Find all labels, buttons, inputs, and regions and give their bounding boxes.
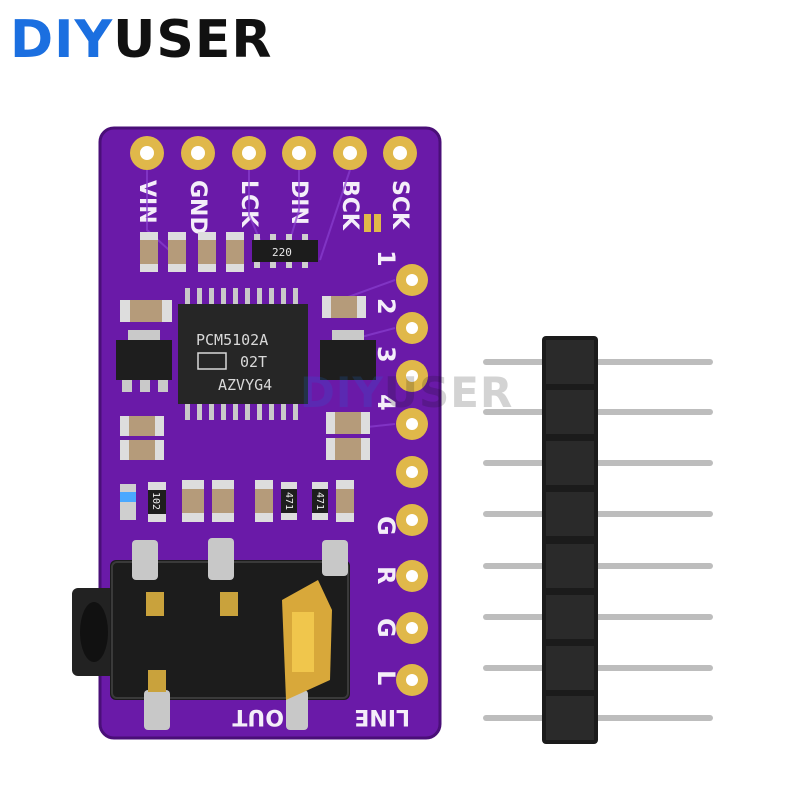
side-pads <box>396 264 428 696</box>
resistor-label: 220 <box>272 246 292 259</box>
chip-line1: PCM5102A <box>196 331 268 349</box>
brand-logo: DIYUSER <box>10 10 273 70</box>
resistor-array: 220 <box>252 234 318 268</box>
jack-label-line: LINE <box>354 704 410 729</box>
jack-label-out: OUT <box>232 704 284 729</box>
regulator-right <box>320 296 376 460</box>
watermark: DIYUSER <box>300 368 514 417</box>
pin-label-g1: G <box>372 516 400 536</box>
top-pads <box>130 136 417 170</box>
pin-label-3: 3 <box>372 346 400 363</box>
pin-label-g2: G <box>372 618 400 638</box>
small-label-102: 102 <box>150 492 161 510</box>
pin-label-gnd: GND <box>185 180 210 235</box>
small-label-471b: 471 <box>314 492 325 510</box>
smd-row-lower: 102 471 471 <box>120 480 354 522</box>
regulator-left <box>116 300 172 460</box>
pin-label-l: L <box>372 670 400 685</box>
dac-chip: PCM5102A 02T AZVYG4 <box>178 288 308 420</box>
pin-label-sck: SCK <box>387 180 412 230</box>
pin-label-4: 4 <box>372 394 400 411</box>
side-pin-labels: 1 2 3 4 G R G L <box>372 250 400 685</box>
chip-line3: AZVYG4 <box>218 376 272 394</box>
pin-label-1: 1 <box>372 250 400 267</box>
smd-caps-top <box>140 232 244 272</box>
chip-line2: 02T <box>240 353 267 371</box>
pin-label-2: 2 <box>372 298 400 315</box>
audio-jack <box>72 538 350 730</box>
pin-header <box>483 336 713 744</box>
small-label-471a: 471 <box>283 492 294 510</box>
pin-label-r: R <box>372 566 400 584</box>
pin-label-bck: BCK <box>337 180 362 231</box>
